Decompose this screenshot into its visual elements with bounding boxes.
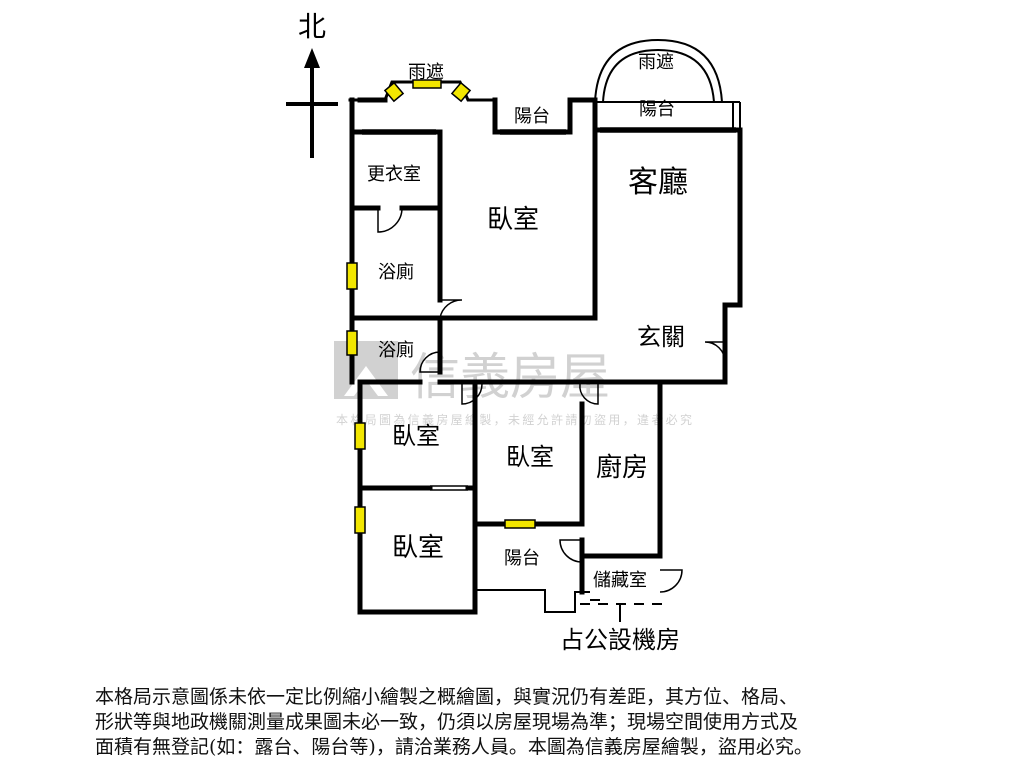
label-entrance: 玄關 — [637, 323, 685, 351]
label-kitchen: 廚房 — [596, 453, 648, 483]
label-bathroom-2: 浴廁 — [378, 339, 414, 361]
label-master-bedroom: 臥室 — [487, 205, 539, 235]
north-label: 北 — [298, 10, 326, 43]
label-bedroom-west-upper: 臥室 — [392, 422, 440, 450]
walls — [348, 80, 743, 615]
door-swings — [377, 207, 726, 593]
label-bedroom-middle: 臥室 — [506, 443, 554, 471]
label-storage-room: 儲藏室 — [593, 570, 647, 591]
window-tracks — [362, 127, 736, 491]
label-living-room: 客廳 — [628, 165, 688, 200]
windows — [346, 79, 536, 534]
balcony-arc — [594, 38, 741, 130]
label-canopy-left: 雨遮 — [408, 62, 444, 83]
label-dressing-room: 更衣室 — [367, 164, 421, 185]
disclaimer-line-3: 面積有無登記(如：露台、陽台等)，請洽業務人員。本圖為信義房屋繪製，盜用必究。 — [95, 736, 813, 758]
label-machine-room: 占公設機房 — [560, 626, 680, 654]
floor-plan: 北 信義房屋 本格局圖為信義房屋繪製，未經允許請勿盜用，違者必究 — [286, 10, 743, 654]
disclaimer: 本格局示意圖係未依一定比例縮小繪製之概繪圖，與實況仍有差距，其方位、格局、 形狀… — [95, 685, 955, 760]
north-arrow-icon — [286, 48, 338, 158]
watermark-copyright: 本格局圖為信義房屋繪製，未經允許請勿盜用，違者必究 — [336, 412, 692, 427]
label-bathroom-1: 浴廁 — [378, 261, 414, 283]
watermark-brand: 信義房屋 — [410, 348, 610, 406]
balcony-bottom-outline — [475, 589, 600, 613]
label-bedroom-west-lower: 臥室 — [392, 533, 444, 563]
label-balcony-top-right: 陽台 — [639, 99, 675, 120]
disclaimer-line-1: 本格局示意圖係未依一定比例縮小繪製之概繪圖，與實況仍有差距，其方位、格局、 — [95, 686, 799, 708]
label-canopy-right: 雨遮 — [638, 52, 674, 73]
disclaimer-line-2: 形狀等與地政機關測量成果圖未必一致，仍須以房屋現場為準；現場空間使用方式及 — [95, 711, 799, 733]
label-balcony-bottom: 陽台 — [504, 548, 540, 569]
label-balcony-top-middle: 陽台 — [514, 106, 550, 127]
